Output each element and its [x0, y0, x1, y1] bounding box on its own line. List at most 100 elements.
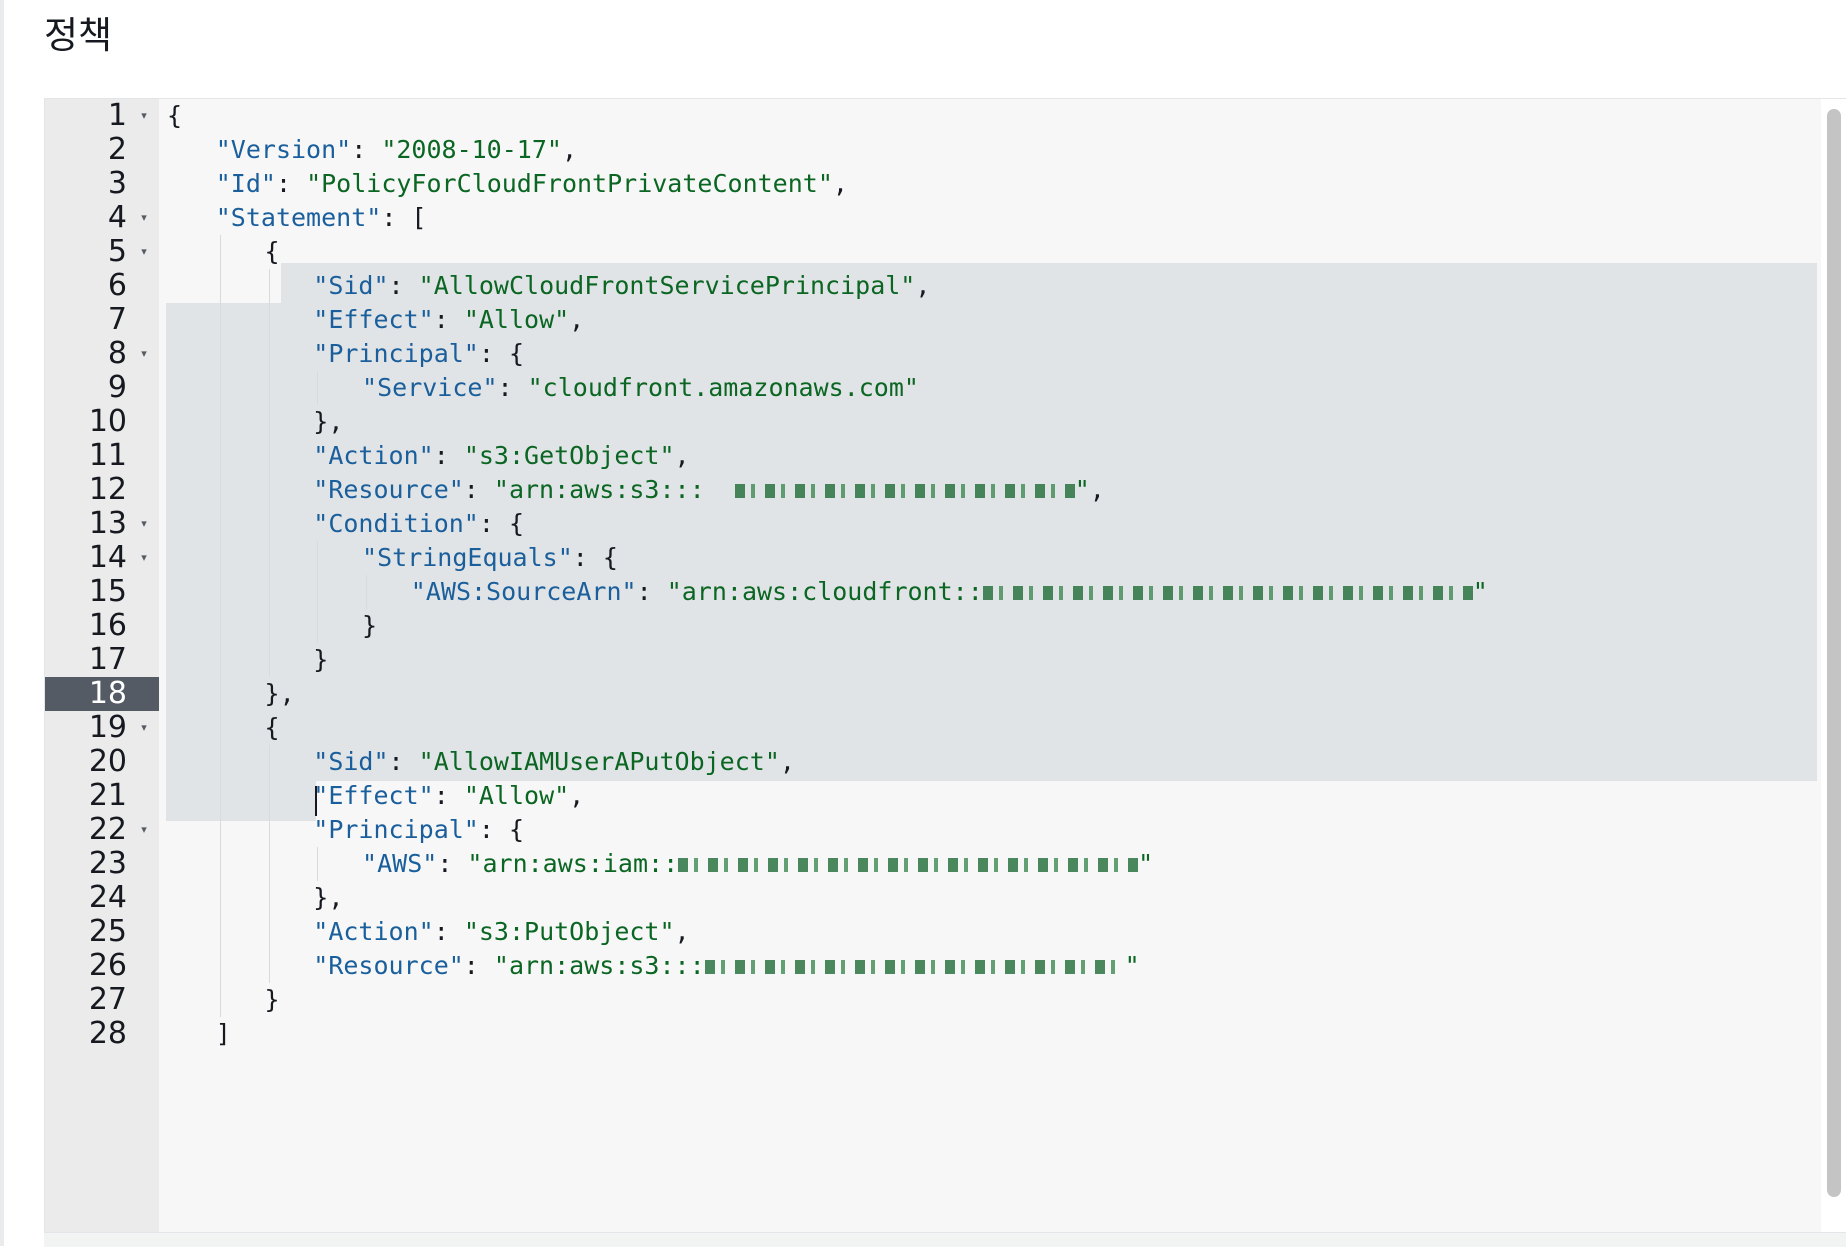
json-punctuation: { [264, 713, 280, 742]
json-key: "Resource" [313, 951, 464, 980]
code-line: "Resource": "arn:aws:s3:::" [313, 949, 1139, 983]
fold-toggle-icon[interactable]: ▾ [141, 347, 147, 360]
indent-guide [219, 847, 221, 881]
text-selection-tail [166, 781, 316, 821]
json-punctuation: , [674, 441, 690, 470]
line-number: 25 [88, 914, 127, 949]
json-punctuation: }, [264, 679, 295, 708]
code-line: } [265, 983, 280, 1017]
code-line: } [362, 609, 377, 643]
vertical-scrollbar-thumb[interactable] [1827, 109, 1841, 1197]
indent-guide [219, 677, 221, 711]
json-string: "arn:aws:cloudfront:: [666, 577, 983, 606]
text-cursor [315, 786, 317, 816]
line-number: 10 [88, 404, 127, 439]
fold-toggle-icon[interactable]: ▾ [141, 721, 147, 734]
indent-guide [268, 915, 270, 949]
json-key: "StringEquals" [362, 543, 573, 572]
json-key: "Sid" [313, 271, 389, 300]
json-string: " [1124, 951, 1140, 980]
indent-guide [317, 371, 319, 405]
line-number: 13 [88, 506, 127, 541]
fold-toggle-icon[interactable]: ▾ [141, 823, 147, 836]
indent-guide [317, 541, 319, 575]
indent-guide [268, 847, 270, 881]
json-key: "AWS" [362, 849, 438, 878]
code-line: "Statement": [ [216, 201, 427, 235]
json-punctuation: : [433, 917, 464, 946]
code-line: "Principal": { [313, 813, 524, 847]
json-punctuation: : [463, 951, 494, 980]
code-line: "Resource": "arn:aws:s3::: ", [313, 473, 1105, 507]
json-string: "AllowIAMUserAPutObject" [418, 747, 780, 776]
indent-guide [219, 643, 221, 677]
json-string: " [1074, 475, 1090, 504]
json-string: "Allow" [463, 781, 570, 810]
json-punctuation: : [497, 373, 528, 402]
json-key: "AWS:SourceArn" [410, 577, 637, 606]
indent-guide [366, 575, 368, 609]
fold-toggle-icon[interactable]: ▾ [141, 109, 147, 122]
json-punctuation: : { [478, 339, 525, 368]
json-key: "Resource" [313, 475, 464, 504]
json-string: "AllowCloudFrontServicePrincipal" [418, 271, 916, 300]
json-string: "s3:PutObject" [463, 917, 675, 946]
indent-guide [219, 405, 221, 439]
code-line: "Action": "s3:GetObject", [313, 439, 689, 473]
line-number: 27 [88, 982, 127, 1017]
json-key: "Effect" [313, 305, 434, 334]
json-punctuation: : [388, 747, 419, 776]
json-punctuation: : [636, 577, 667, 606]
json-key: "Action" [313, 441, 434, 470]
code-line: "Condition": { [313, 507, 524, 541]
fold-toggle-icon[interactable]: ▾ [141, 551, 147, 564]
line-number: 16 [88, 608, 127, 643]
json-punctuation: , [915, 271, 931, 300]
code-line: "Version": "2008-10-17", [216, 133, 577, 167]
code-line: } [313, 643, 328, 677]
fold-toggle-icon[interactable]: ▾ [141, 245, 147, 258]
code-line: "Service": "cloudfront.amazonaws.com" [362, 371, 919, 405]
json-punctuation: : { [478, 815, 525, 844]
json-string: "s3:GetObject" [463, 441, 675, 470]
code-line: }, [265, 677, 295, 711]
json-punctuation: , [561, 135, 578, 164]
json-punctuation: : [351, 135, 382, 164]
json-punctuation: : [275, 169, 307, 198]
line-number: 1 [107, 98, 127, 133]
json-punctuation: , [569, 305, 585, 334]
code-line: "Action": "s3:PutObject", [313, 915, 689, 949]
line-number: 14 [88, 540, 127, 575]
indent-guide [219, 779, 221, 813]
json-punctuation: : [ [381, 203, 427, 232]
json-string: "2008-10-17" [381, 135, 562, 164]
indent-guide [219, 235, 221, 269]
code-line: "AWS": "arn:aws:iam::" [362, 847, 1153, 881]
line-number: 28 [88, 1016, 127, 1051]
fold-toggle-icon[interactable]: ▾ [141, 517, 147, 530]
json-string: "arn:aws:iam:: [467, 849, 679, 878]
code-line: { [167, 99, 182, 133]
text-selection [166, 263, 1817, 781]
indent-guide [317, 575, 319, 609]
json-key: "Effect" [313, 781, 434, 810]
indent-guide [219, 575, 221, 609]
code-line: }, [313, 405, 343, 439]
line-number: 26 [88, 948, 127, 983]
json-punctuation: ] [215, 1019, 231, 1048]
json-string: " [1138, 849, 1154, 878]
code-line: "Id": "PolicyForCloudFrontPrivateContent… [216, 167, 848, 201]
line-number: 20 [88, 744, 127, 779]
json-key: "Condition" [313, 509, 479, 538]
indent-guide [219, 473, 221, 507]
code-line: }, [313, 881, 343, 915]
indent-guide [317, 847, 319, 881]
line-number: 3 [107, 166, 127, 201]
redacted-value [704, 960, 1125, 974]
json-punctuation: , [1089, 475, 1105, 504]
redacted-value [678, 858, 1139, 872]
json-punctuation: , [674, 917, 690, 946]
fold-toggle-icon[interactable]: ▾ [141, 211, 147, 224]
